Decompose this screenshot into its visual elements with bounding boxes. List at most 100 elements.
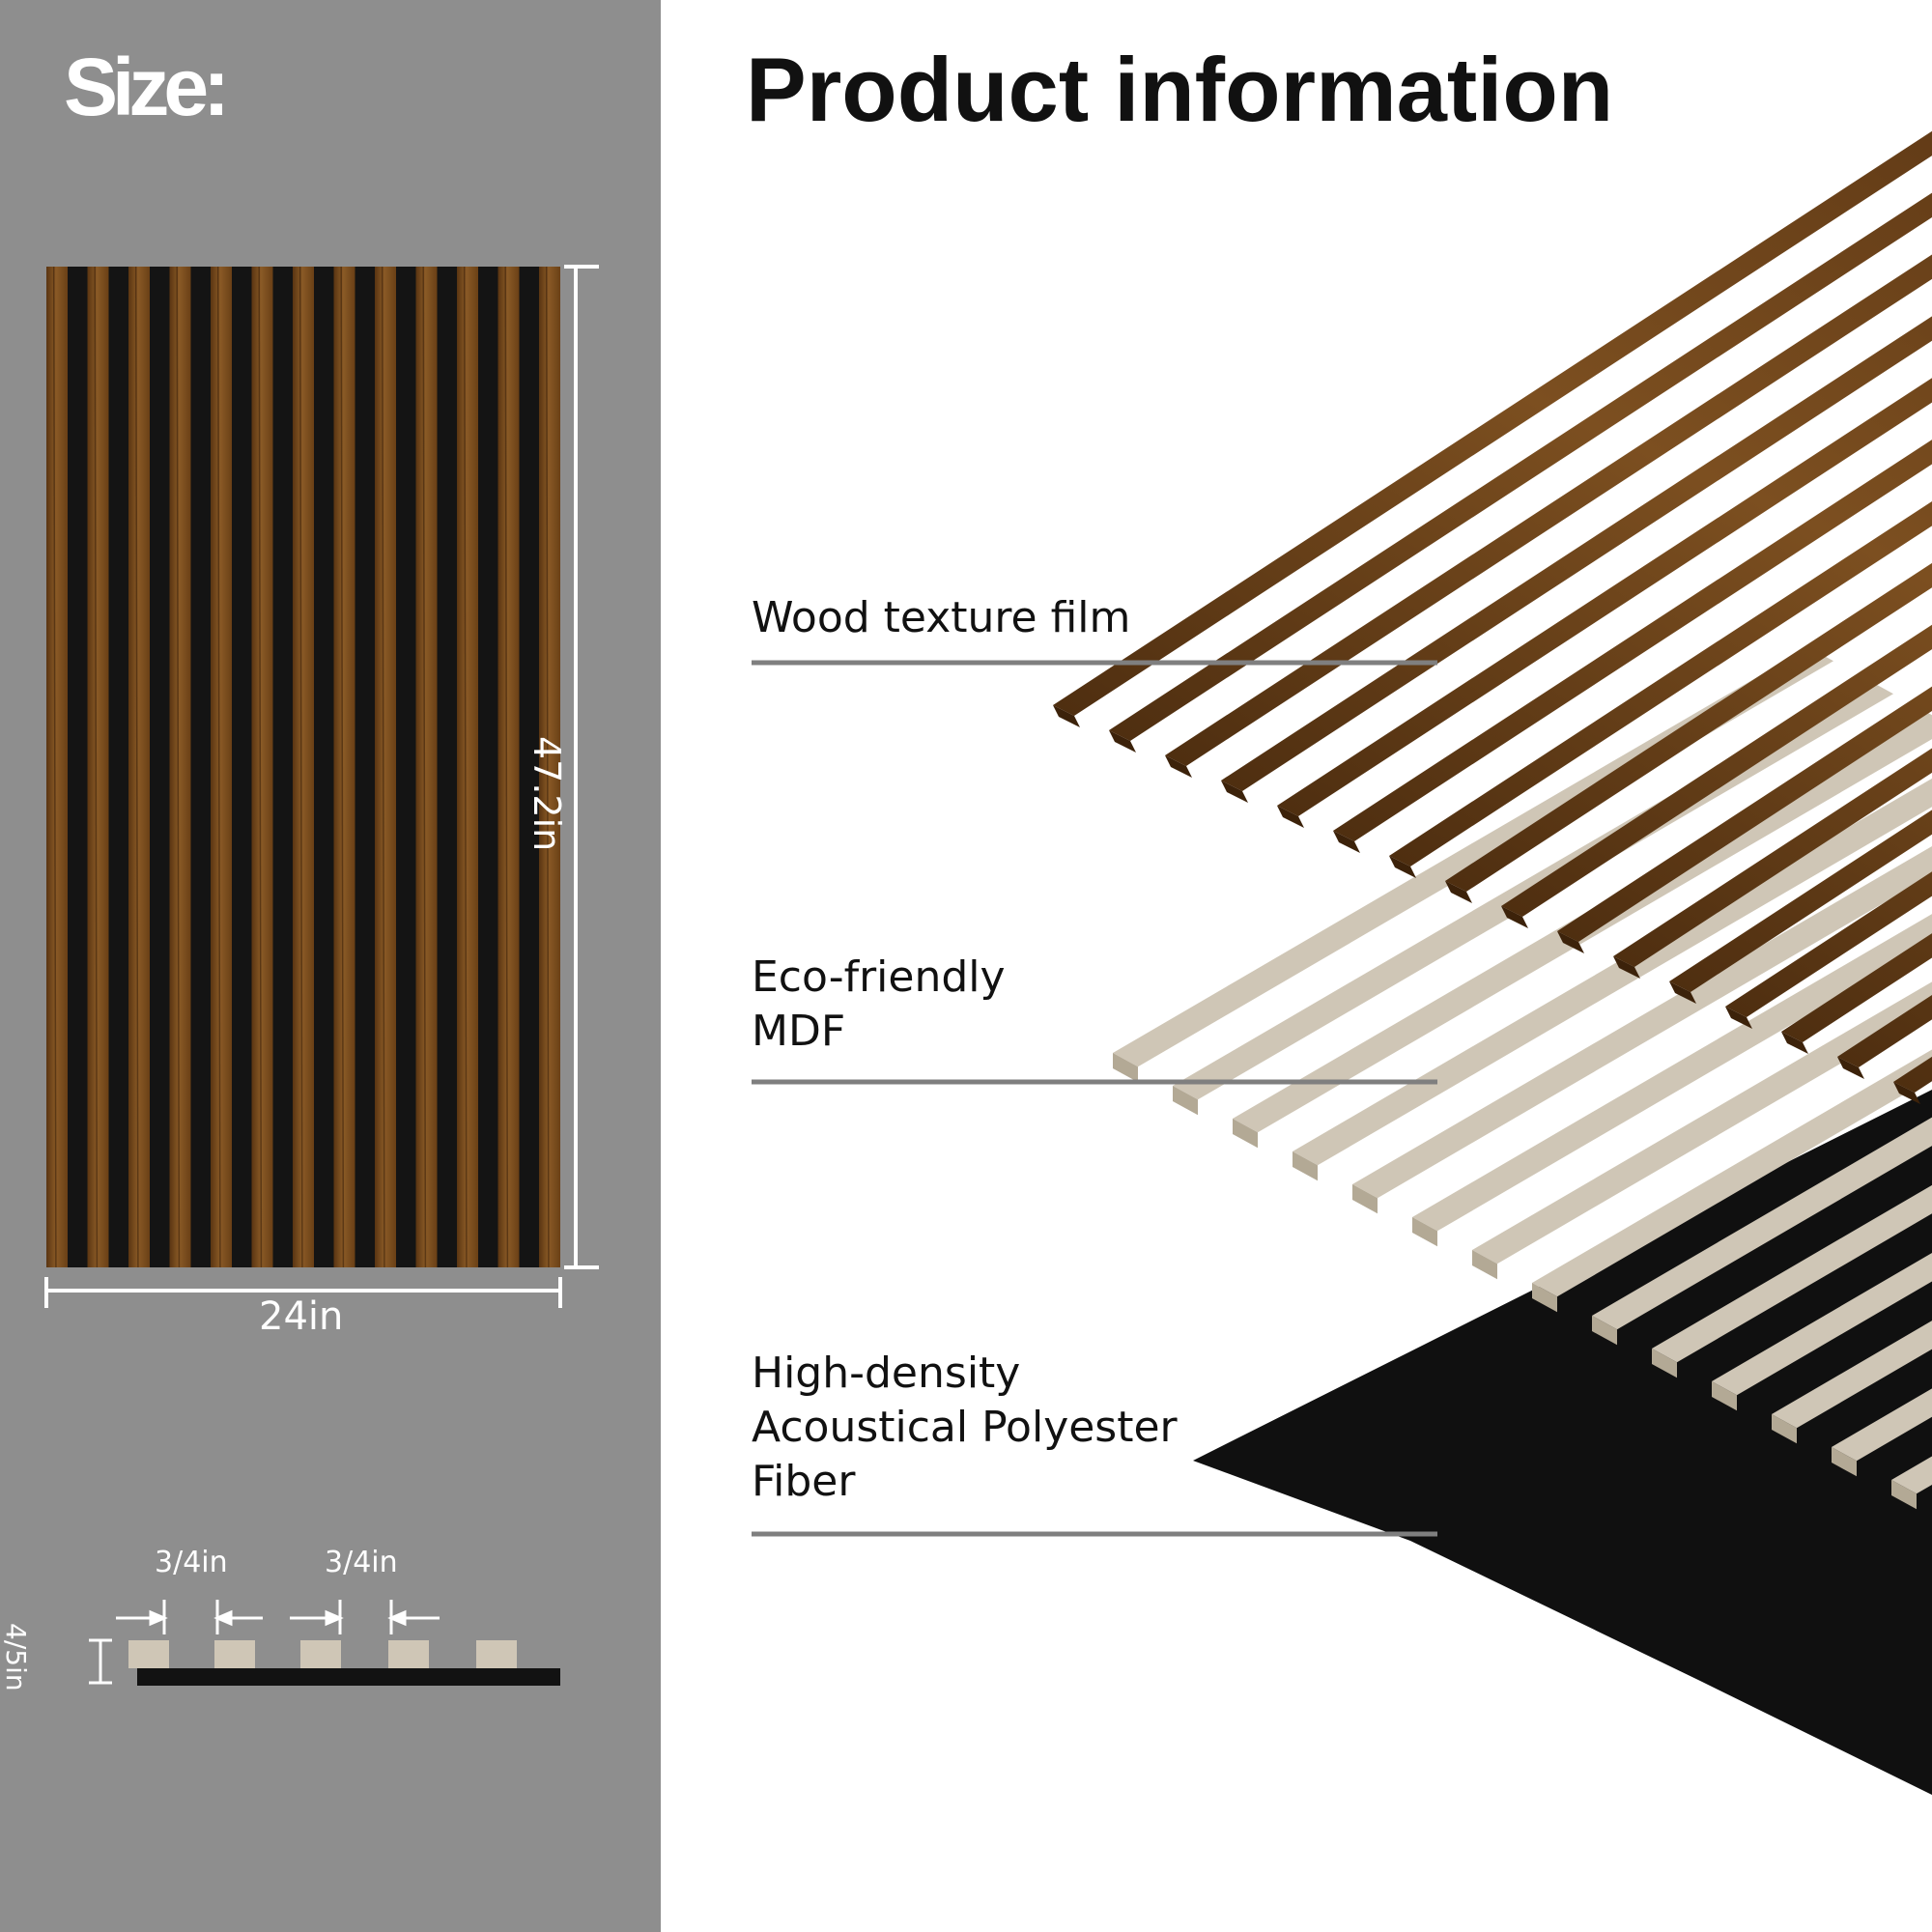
mdf-slat — [1412, 914, 1932, 1232]
wood-slat-end — [1837, 1057, 1864, 1079]
size-title: Size: — [64, 42, 230, 132]
wood-slat — [87, 267, 109, 1267]
wood-slat — [1781, 933, 1932, 1042]
polyester-fiber-layer — [1193, 1090, 1932, 1795]
wood-grain — [504, 266, 509, 1268]
wood-slat-end — [1557, 931, 1584, 953]
wood-slat — [333, 267, 355, 1267]
gap-arrowhead — [149, 1609, 168, 1627]
mdf-slat — [1652, 1184, 1932, 1363]
wood-slats — [1053, 130, 1932, 1104]
wood-slat — [1501, 624, 1932, 917]
dimension-lines — [44, 265, 599, 1308]
gap-arrowhead — [213, 1609, 233, 1627]
wood-grain — [422, 266, 427, 1268]
wood-slat-end — [1333, 831, 1360, 853]
section-slat — [476, 1640, 517, 1668]
panel-front-view — [46, 266, 560, 1268]
mdf-slat — [1532, 1049, 1932, 1297]
mdf-slat — [1772, 1321, 1932, 1429]
mdf-slat-end — [1772, 1414, 1797, 1444]
mdf-slat-end — [1412, 1217, 1437, 1247]
slat-gap-label: 3/4in — [325, 1546, 398, 1579]
wood-slat — [1669, 810, 1932, 992]
mdf-slat-end — [1652, 1349, 1677, 1378]
wood-slat-end — [1165, 755, 1192, 778]
wood-slat-end — [1669, 981, 1696, 1004]
mdf-slat-end — [1592, 1316, 1617, 1346]
wood-slat-end — [1277, 806, 1304, 828]
polyester-fiber-label: High-density Acoustical Polyester Fiber — [752, 1347, 1178, 1509]
wood-grain — [340, 266, 345, 1268]
wood-slat — [1893, 1056, 1932, 1093]
wood-slat — [1109, 192, 1932, 741]
wood-slat-end — [1389, 856, 1416, 878]
panel-slats — [46, 266, 560, 1268]
wood-slat — [46, 267, 68, 1267]
mdf-slat — [1592, 1117, 1932, 1330]
depth-label: 4/5in — [0, 1623, 32, 1691]
section-slat — [300, 1640, 341, 1668]
wood-slat — [1165, 254, 1932, 766]
section-slats — [128, 1640, 517, 1668]
wood-slat — [415, 267, 438, 1267]
mdf-slat-end — [1532, 1283, 1557, 1313]
wood-slat-end — [1501, 906, 1528, 928]
wood-slat — [1053, 130, 1932, 716]
mdf-slat-end — [1113, 1053, 1138, 1083]
mdf-slat-end — [1352, 1184, 1378, 1214]
wood-slat-end — [1053, 705, 1080, 727]
wood-slat — [1725, 871, 1932, 1017]
label-line: Eco-friendly — [752, 952, 1006, 1002]
exploded-layers — [1053, 130, 1932, 1795]
wood-slat-end — [1725, 1007, 1752, 1029]
wood-grain — [216, 266, 221, 1268]
mdf-slat — [1832, 1388, 1932, 1462]
wood-slat — [128, 267, 150, 1267]
mdf-slat — [1472, 981, 1932, 1264]
section-slat — [214, 1640, 255, 1668]
wood-slat — [169, 267, 191, 1267]
section-felt-backing — [137, 1668, 560, 1686]
wood-slat-end — [1109, 730, 1136, 753]
mdf-slat — [1712, 1253, 1932, 1396]
mdf-slat-end — [1472, 1250, 1497, 1280]
wood-slat — [539, 267, 560, 1267]
wood-slat — [1557, 686, 1932, 942]
wood-slat — [1333, 440, 1932, 841]
slat-gap-label: 3/4in — [155, 1546, 228, 1579]
wood-slat — [211, 267, 232, 1267]
height-label: 47.2in — [526, 736, 568, 852]
mdf-slat-end — [1891, 1480, 1917, 1510]
mdf-slat — [1352, 846, 1932, 1199]
wood-slat — [375, 267, 396, 1267]
cross-section-view — [89, 1600, 560, 1686]
wood-grain — [545, 266, 550, 1268]
label-line: Acoustical Polyester — [752, 1403, 1178, 1452]
wood-grain — [258, 266, 263, 1268]
product-information-title: Product information — [746, 39, 1614, 140]
wood-grain — [94, 266, 99, 1268]
mdf-label: Eco-friendly MDF — [752, 951, 1006, 1059]
label-dividers — [752, 660, 1437, 1537]
wood-grain — [52, 266, 57, 1268]
wood-film-label: Wood texture film — [752, 591, 1130, 645]
wood-slat — [251, 267, 273, 1267]
gap-arrowhead — [387, 1609, 407, 1627]
wood-slat — [457, 267, 478, 1267]
wood-slat-end — [1613, 956, 1640, 979]
label-line: Wood texture film — [752, 593, 1131, 642]
section-slat — [128, 1640, 169, 1668]
mdf-slat — [1891, 1456, 1932, 1494]
mdf-slat-end — [1712, 1381, 1737, 1411]
wood-slat — [1445, 562, 1932, 892]
wood-slat — [1389, 500, 1932, 867]
wood-slat-end — [1781, 1032, 1808, 1054]
wood-slat — [1221, 316, 1932, 791]
label-line: High-density — [752, 1349, 1021, 1398]
mdf-slat-end — [1173, 1086, 1198, 1116]
mdf-slat-end — [1832, 1447, 1857, 1477]
width-label: 24in — [259, 1294, 344, 1339]
wood-slat — [497, 267, 520, 1267]
